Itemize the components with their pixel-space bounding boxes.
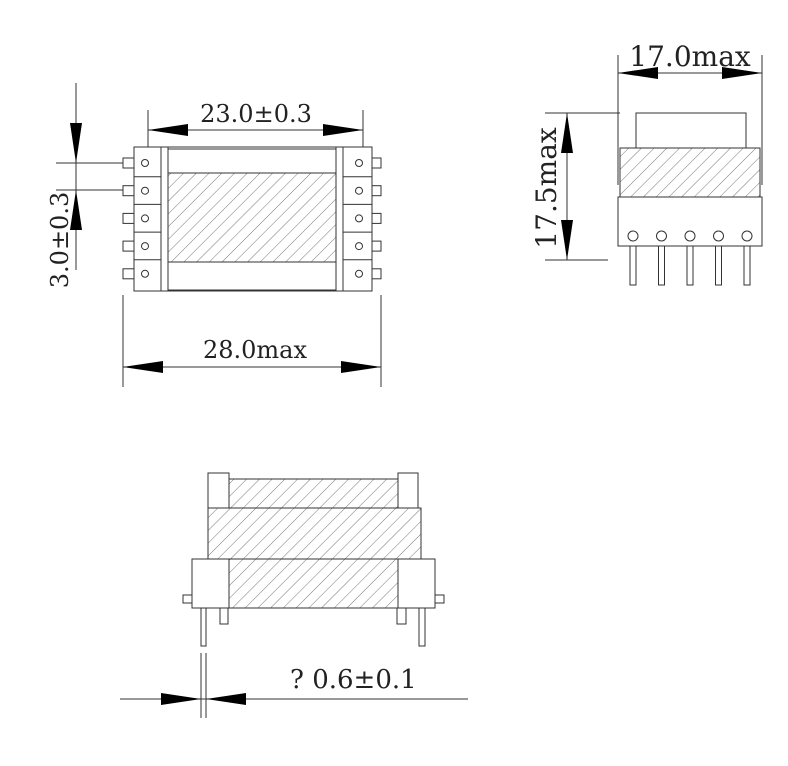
pin-diameter-label: ? 0.6±0.1 [290, 665, 417, 695]
pin [743, 245, 751, 286]
pin-hole [355, 186, 363, 195]
pin [629, 245, 637, 286]
pin-right [371, 212, 382, 224]
dimension-height: 17.5max [530, 112, 620, 261]
pin [200, 607, 207, 647]
pin-hole [141, 186, 149, 195]
pin-hole [141, 159, 149, 167]
pin-hole [355, 214, 363, 223]
dimension-pin-diameter: ? 0.6±0.1 [120, 653, 468, 718]
top-view: 23.0±0.3 3.0±0.3 28.0max [46, 83, 382, 387]
dimension-length: 28.0max [122, 295, 382, 387]
pin-left [122, 240, 135, 252]
front-view: ? 0.6±0.1 [120, 472, 468, 718]
pin-right [371, 157, 382, 169]
pin-hole [684, 230, 696, 242]
pin-hole [713, 230, 724, 242]
pin-left [122, 185, 135, 197]
width-label: 17.0max [629, 40, 751, 73]
pin-right [371, 268, 382, 280]
pin-right [371, 185, 382, 197]
pin-left [122, 157, 135, 169]
dimension-pin-spacing: 3.0±0.3 [46, 83, 123, 288]
pin-hole [627, 230, 639, 242]
pin [715, 245, 722, 286]
pin-hole [355, 242, 363, 251]
pin-hole [141, 269, 149, 278]
pin-hole [355, 269, 363, 278]
top-view-body [122, 146, 382, 292]
pin-left [122, 212, 135, 224]
pin-hole [141, 242, 149, 251]
length-label: 28.0max [203, 336, 308, 364]
pin-hole [355, 159, 363, 167]
pin-hole [741, 230, 753, 242]
pin-hole [656, 230, 667, 242]
dimension-width: 17.0max [617, 40, 763, 185]
pin-hole [141, 214, 149, 223]
pin-left [122, 268, 135, 280]
pin [686, 245, 694, 286]
pin-right [371, 240, 382, 252]
side-view: 17.0max 17.5max [530, 40, 763, 286]
pin-spacing-label: 3.0±0.3 [46, 192, 74, 288]
pin [658, 245, 665, 286]
pin [418, 607, 426, 647]
height-label: 17.5max [530, 127, 563, 249]
pitch-label: 23.0±0.3 [200, 100, 312, 128]
dimension-pitch: 23.0±0.3 [147, 100, 364, 147]
